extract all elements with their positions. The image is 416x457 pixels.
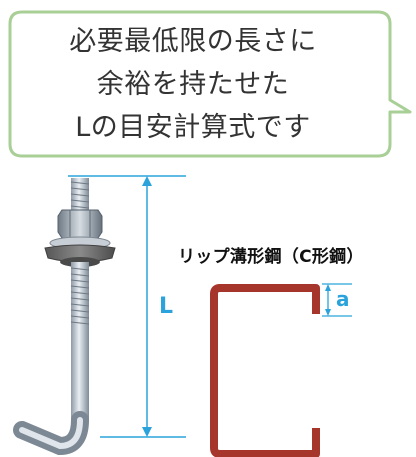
hex-nut [57,209,103,239]
bolt-rod [70,262,90,422]
c-channel-section [210,284,320,457]
dimension-a [322,283,352,317]
dimension-l [68,175,186,438]
callout-line-2: 余裕を持たせた [96,69,290,100]
speech-bubble [8,10,412,158]
bolt-thread-top [70,178,90,210]
callout-line-3: Lの目安計算式です [75,112,311,143]
steel-section-title: リップ溝形鋼（C形鋼） [178,247,364,267]
dimension-l-label: L [159,294,174,319]
callout-text: 必要最低限の長さに 余裕を持たせた Lの目安計算式です [28,20,358,149]
dimension-a-label: a [336,287,350,311]
callout-line-1: 必要最低限の長さに [69,26,317,57]
